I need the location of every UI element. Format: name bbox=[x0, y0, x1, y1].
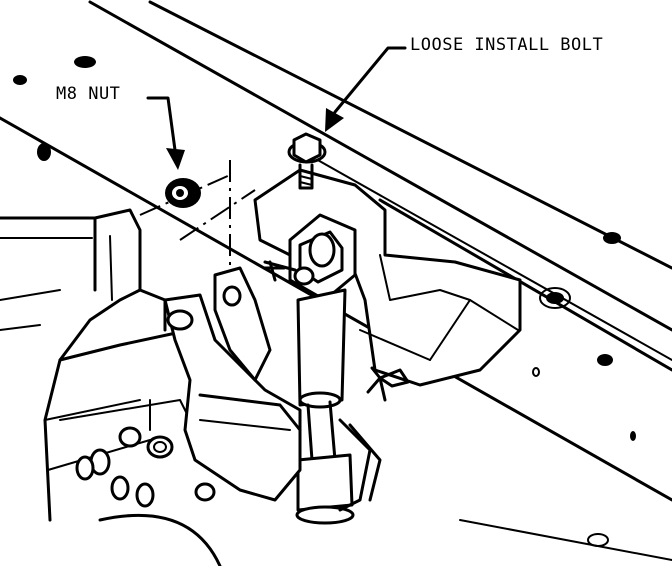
install-bolt-label: LOOSE INSTALL BOLT bbox=[410, 35, 604, 55]
bolt-leader-arrow bbox=[325, 46, 407, 132]
strut bbox=[295, 288, 355, 525]
upper-bracket bbox=[262, 213, 357, 302]
install-bolt-icon bbox=[287, 132, 327, 190]
panel-holes bbox=[13, 56, 636, 547]
m8-nut-label: M8 NUT bbox=[56, 84, 121, 104]
nut-leader-arrow bbox=[146, 96, 185, 170]
m8-nut-icon bbox=[165, 178, 201, 208]
lower-bracket bbox=[163, 266, 382, 512]
engine-block bbox=[0, 208, 222, 568]
